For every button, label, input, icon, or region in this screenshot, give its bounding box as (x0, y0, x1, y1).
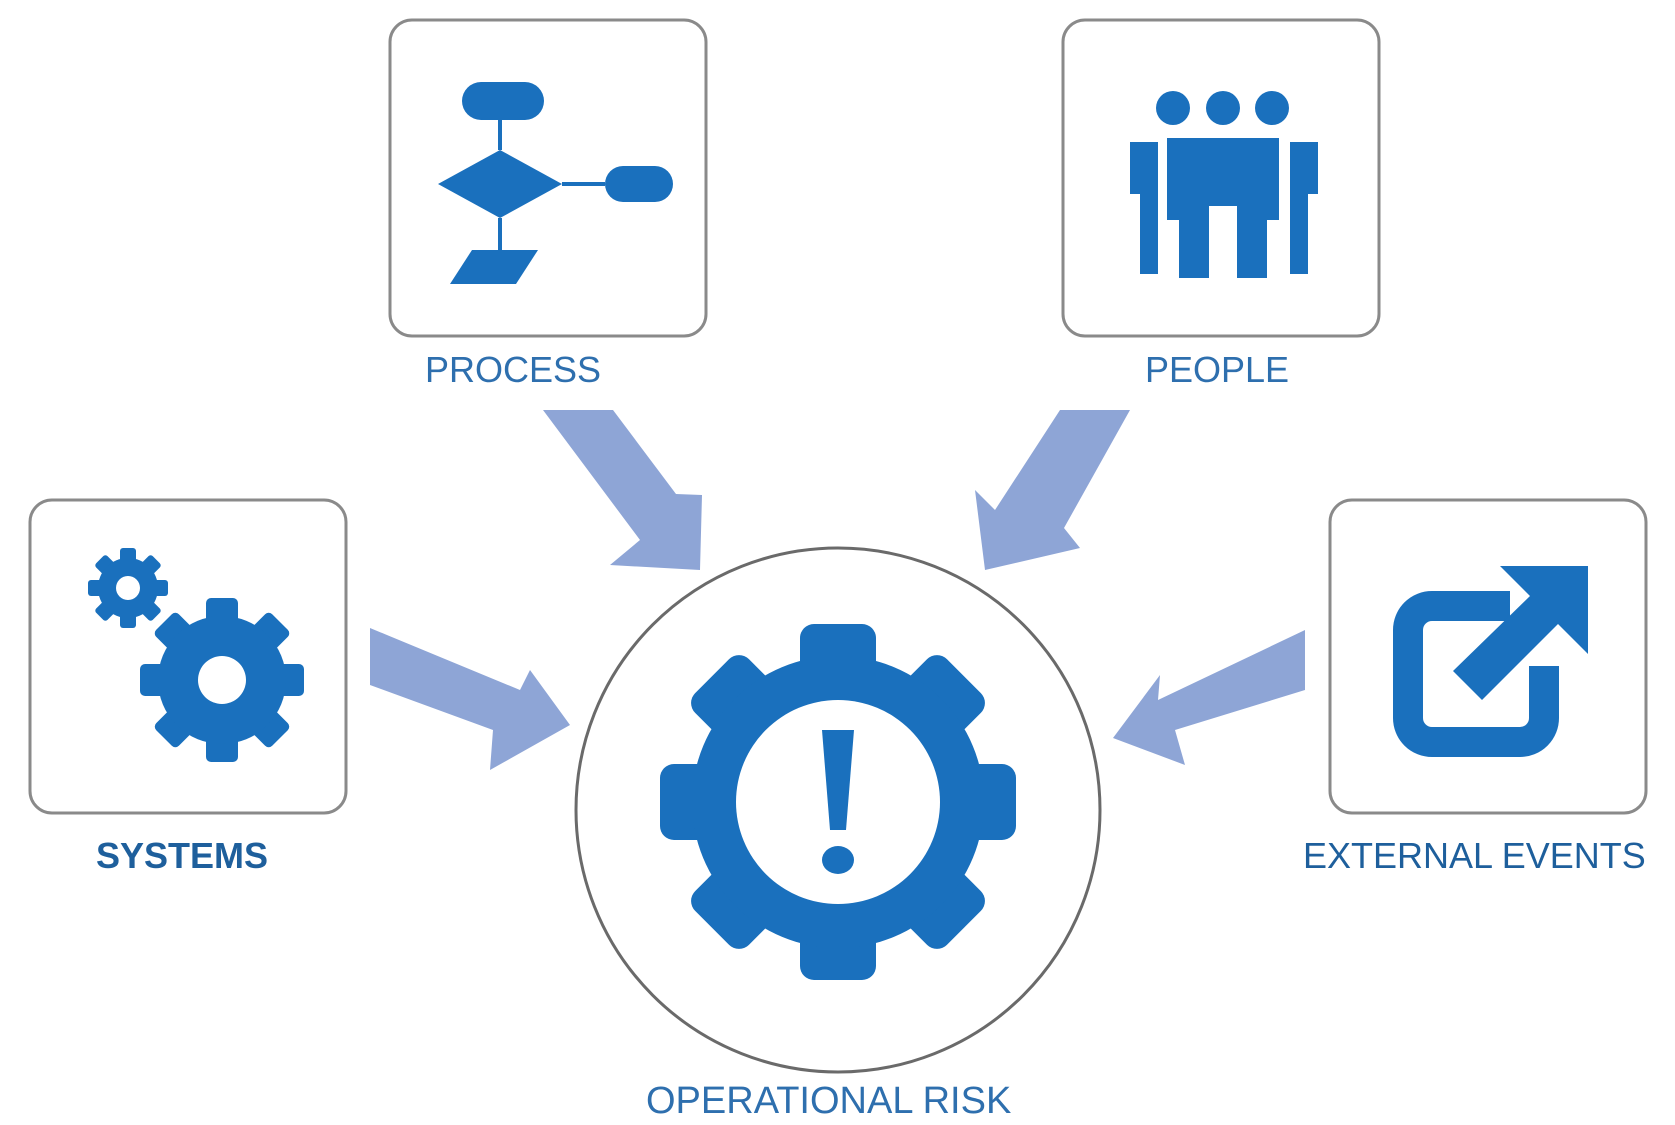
gear-exclamation-icon (660, 624, 1016, 980)
arrow-external (1113, 630, 1305, 765)
people-label: PEOPLE (1145, 349, 1290, 390)
operational-risk-label: OPERATIONAL RISK (646, 1080, 1012, 1122)
external-link-icon (1393, 566, 1588, 757)
people-group-icon (1130, 91, 1318, 278)
systems-label: SYSTEMS (96, 835, 269, 876)
arrow-process (543, 410, 702, 570)
flowchart-icon (438, 82, 673, 284)
external-events-label: EXTERNAL EVENTS (1303, 835, 1646, 876)
arrows (370, 410, 1305, 770)
gears-icon (88, 548, 304, 762)
arrow-people (975, 410, 1130, 570)
process-label: PROCESS (425, 349, 602, 390)
arrow-systems (370, 628, 570, 770)
